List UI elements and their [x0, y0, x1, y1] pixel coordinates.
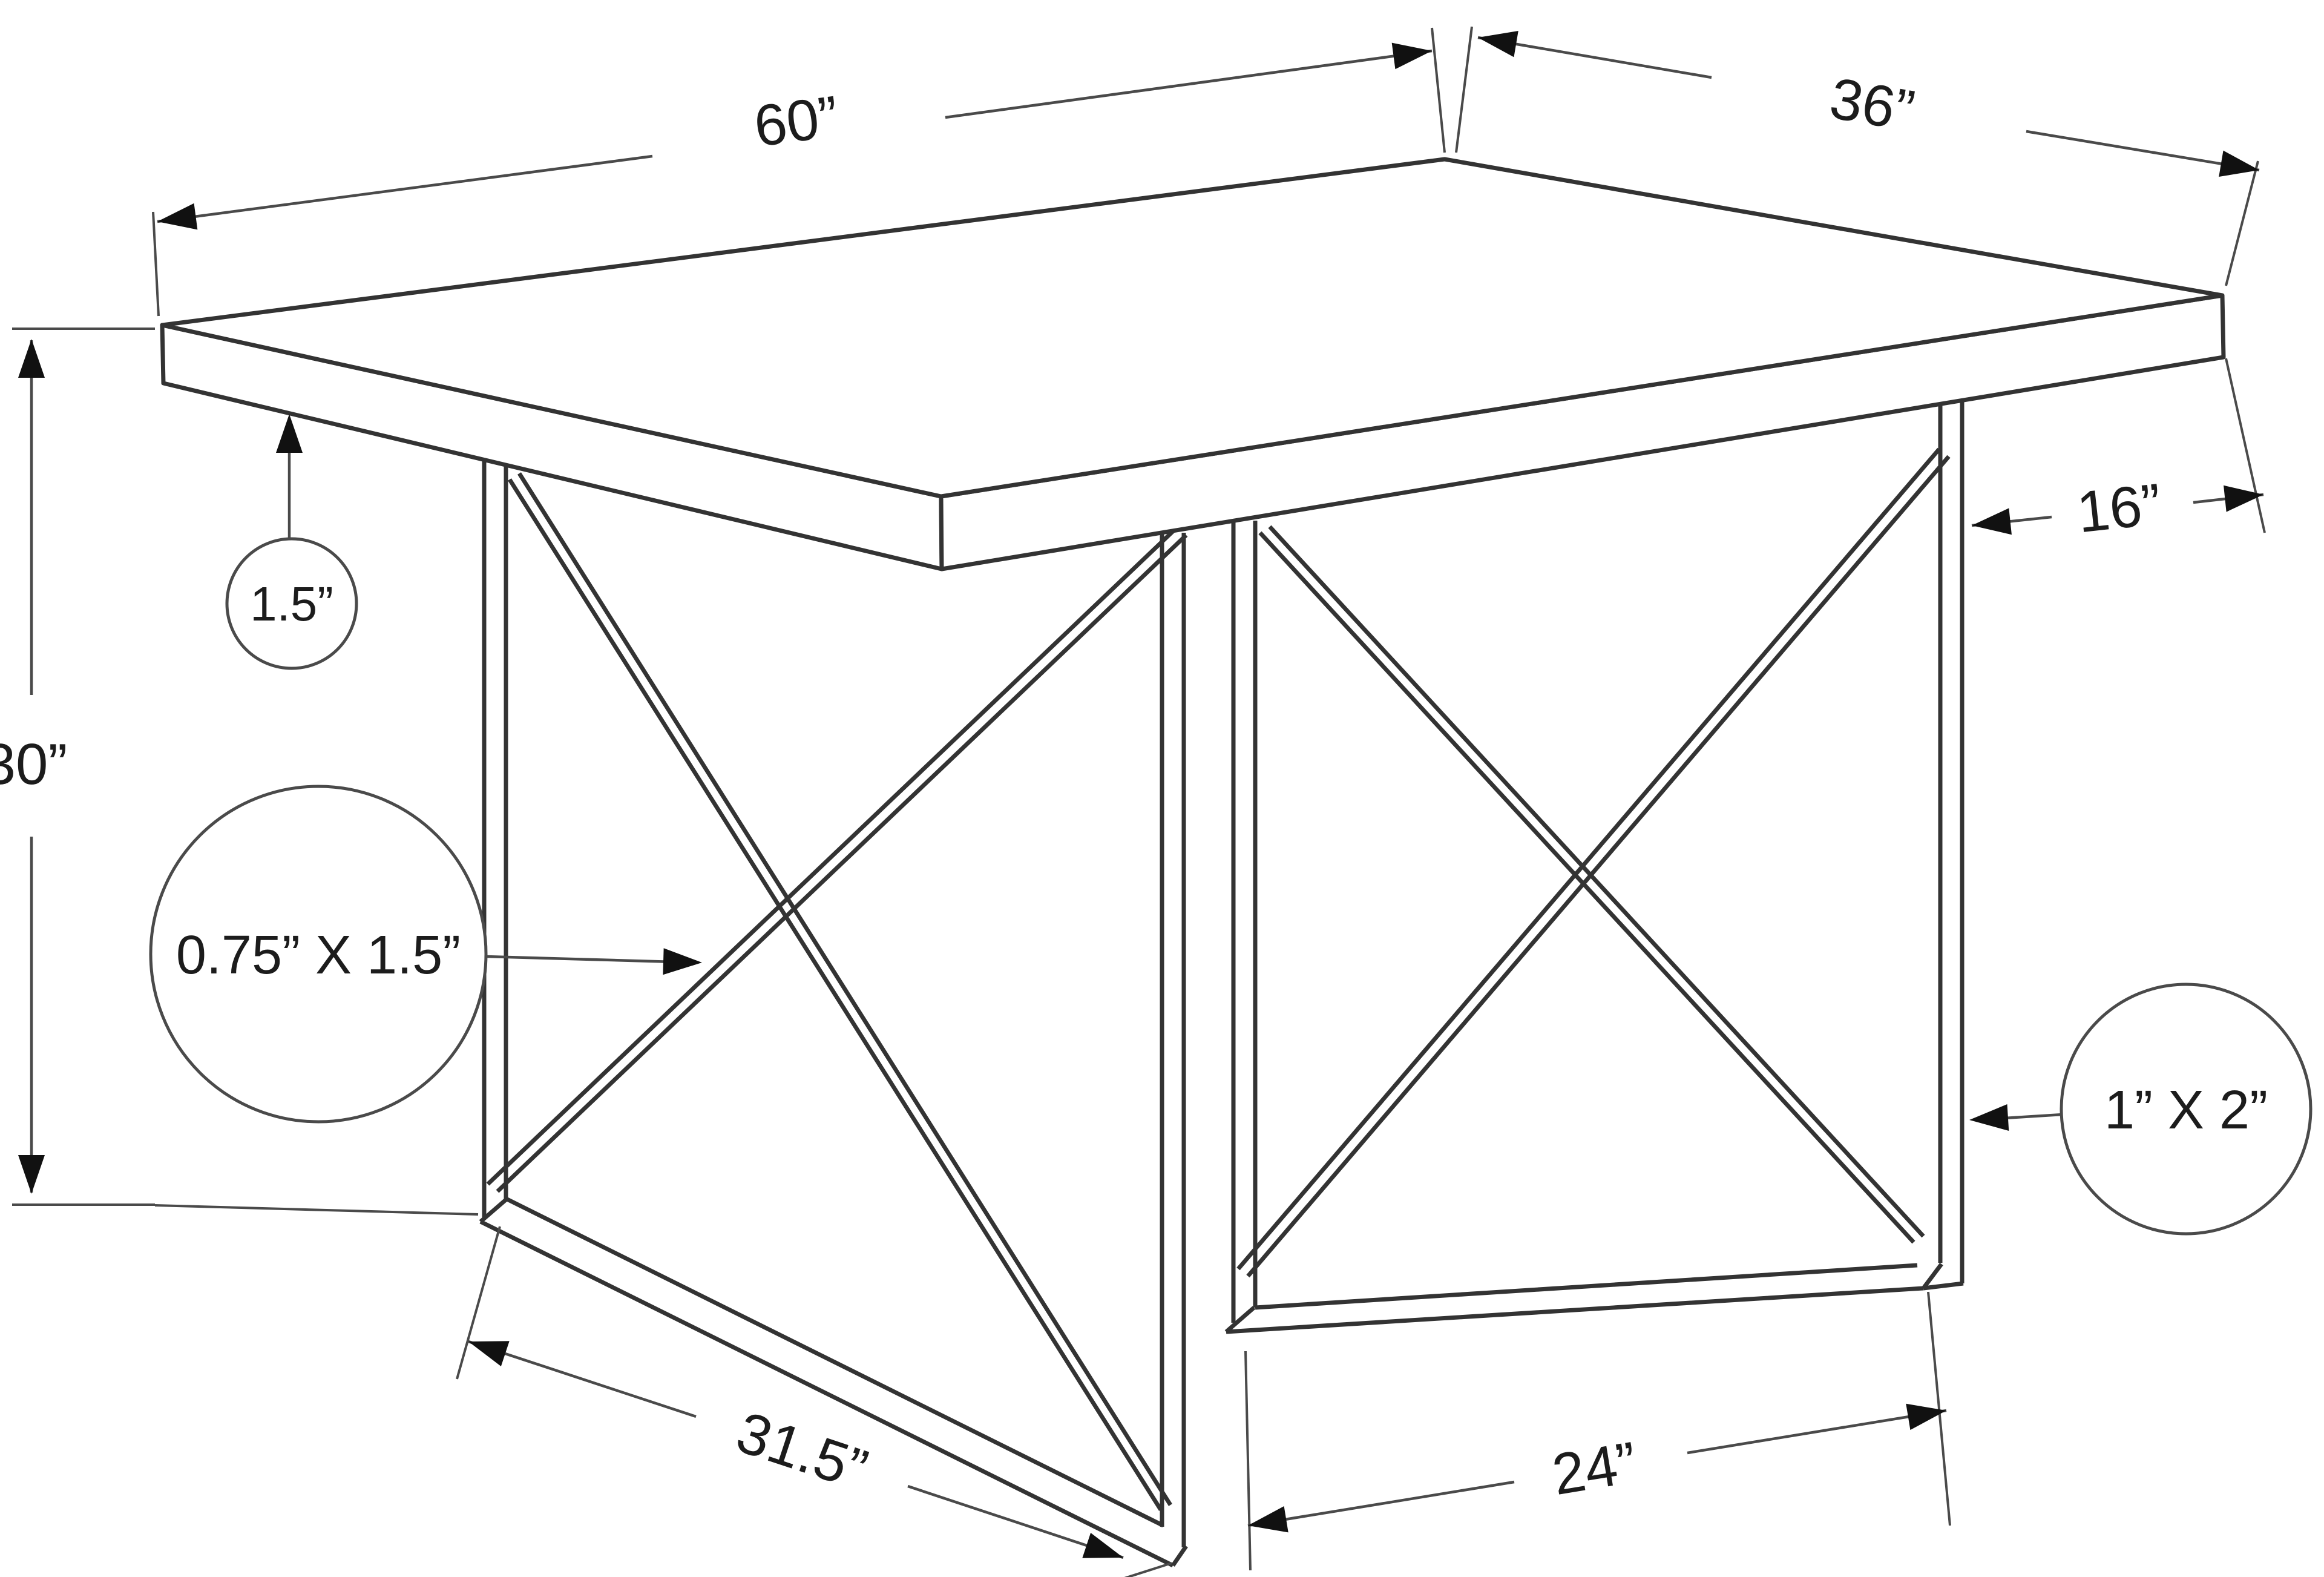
arrowhead-icon	[1972, 508, 2012, 535]
left-leg-x-brace	[486, 472, 1188, 1511]
dim-end-overhang-16: 16”	[1971, 358, 2266, 545]
x-brace-tube-label: 0.75” X 1.5”	[176, 925, 461, 986]
callout-leg-frame-tube: 1” X 2”	[1969, 983, 2313, 1236]
left-leg-base-runner	[479, 1196, 1174, 1568]
arrowhead-icon	[1478, 30, 1518, 58]
arrowhead-icon	[1391, 42, 1432, 70]
extension-line-left	[1455, 26, 1473, 153]
callout-circle	[225, 537, 358, 670]
arrowhead-icon	[1906, 1403, 1946, 1430]
dim-leg-base-31-5: 31.5”	[456, 1226, 1172, 1577]
tabletop-top-face	[160, 157, 2225, 499]
extension-line-left	[152, 211, 160, 317]
dim-line	[157, 49, 1433, 223]
arrowhead-icon	[663, 948, 702, 975]
arrowhead-icon	[1248, 1506, 1288, 1533]
right-leg-x-brace	[1236, 447, 1951, 1278]
left-leg-front-foot	[479, 1197, 509, 1223]
leg-spacing-label: 24”	[1548, 1430, 1641, 1507]
floor-reference-line	[154, 1204, 479, 1216]
end-overhang-label: 16”	[2074, 472, 2164, 545]
callout-x-brace-tube: 0.75” X 1.5”	[149, 785, 702, 1124]
right-leg-front-post	[1231, 517, 1258, 1323]
right-leg-base-runner	[1226, 1263, 1924, 1334]
arrowhead-icon	[2224, 485, 2263, 512]
dim-table-length-60: 60”	[152, 27, 1446, 317]
left-leg-frame	[479, 456, 1188, 1568]
arrowhead-icon	[1969, 1104, 2009, 1131]
left-leg-back-foot	[1171, 1545, 1188, 1567]
arrowhead-icon	[468, 1341, 510, 1366]
table-depth-label: 36”	[1825, 66, 1919, 144]
tabletop	[160, 157, 2226, 571]
arrowhead-icon	[1082, 1533, 1123, 1558]
left-leg-front-post	[482, 456, 508, 1218]
callout-circle	[2060, 983, 2313, 1236]
leg-frame-tube-label: 1” X 2”	[2104, 1080, 2268, 1141]
arrowhead-icon	[276, 414, 303, 453]
right-leg-back-post	[1938, 400, 1965, 1283]
extension-line-right	[1124, 1562, 1172, 1577]
right-leg-front-foot	[1224, 1306, 1256, 1334]
table-height-label: 30”	[0, 732, 67, 797]
dim-line	[1477, 36, 2260, 172]
extension-line-left	[1244, 1351, 1252, 1571]
dim-line	[1247, 1409, 1947, 1527]
top-thickness-label: 1.5”	[250, 577, 333, 631]
arrowhead-icon	[157, 203, 198, 230]
extension-line	[2225, 358, 2266, 533]
arrowhead-icon	[2219, 150, 2259, 177]
callout-leader	[485, 955, 697, 964]
callout-top-thickness: 1.5”	[225, 414, 358, 670]
table-length-label: 60”	[750, 84, 842, 159]
callout-circle	[149, 785, 488, 1124]
extension-line-right	[1927, 1291, 1951, 1526]
extension-line-left	[456, 1226, 501, 1380]
leg-base-depth-label: 31.5”	[729, 1400, 875, 1503]
extension-line-right	[1431, 27, 1446, 153]
right-leg-frame	[1224, 400, 1965, 1334]
left-leg-back-post	[1160, 529, 1186, 1547]
dim-leg-spacing-24: 24”	[1244, 1291, 1951, 1571]
arrowhead-icon	[18, 1155, 45, 1194]
dim-table-depth-36: 36”	[1455, 26, 2260, 286]
arrowhead-icon	[18, 339, 45, 378]
right-leg-back-foot	[1922, 1262, 1964, 1291]
dim-table-height-30: 30”	[0, 328, 479, 1216]
extension-line-right	[2225, 160, 2259, 286]
